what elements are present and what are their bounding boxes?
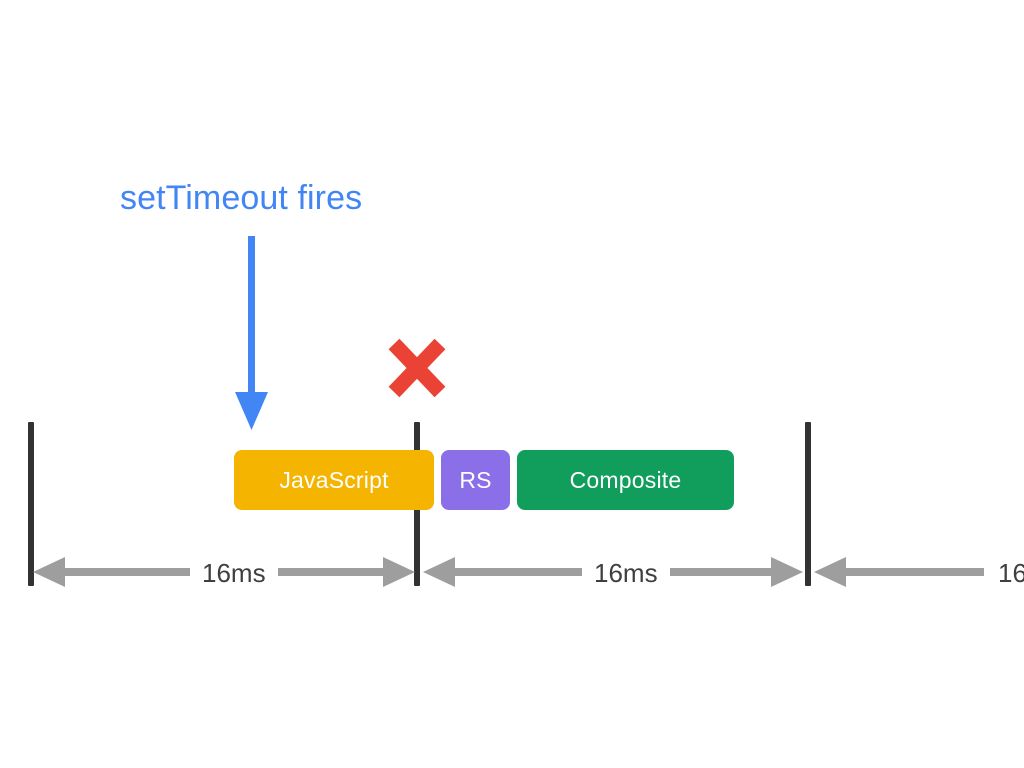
frame-boundary-tick-0 (28, 422, 34, 586)
measure-label-0: 16ms (190, 556, 278, 590)
settimeout-annotation-label: setTimeout fires (120, 179, 363, 217)
measure-label-2: 16 (986, 556, 1024, 590)
down-arrow-icon (226, 236, 278, 432)
task-block-javascript: JavaScript (234, 450, 434, 510)
frame-boundary-tick-2 (805, 422, 811, 586)
task-block-composite: Composite (517, 450, 734, 510)
task-block-rs: RS (441, 450, 510, 510)
measure-arrow-2 (812, 550, 1024, 596)
measure-label-1: 16ms (582, 556, 670, 590)
red-x-icon (385, 337, 449, 399)
